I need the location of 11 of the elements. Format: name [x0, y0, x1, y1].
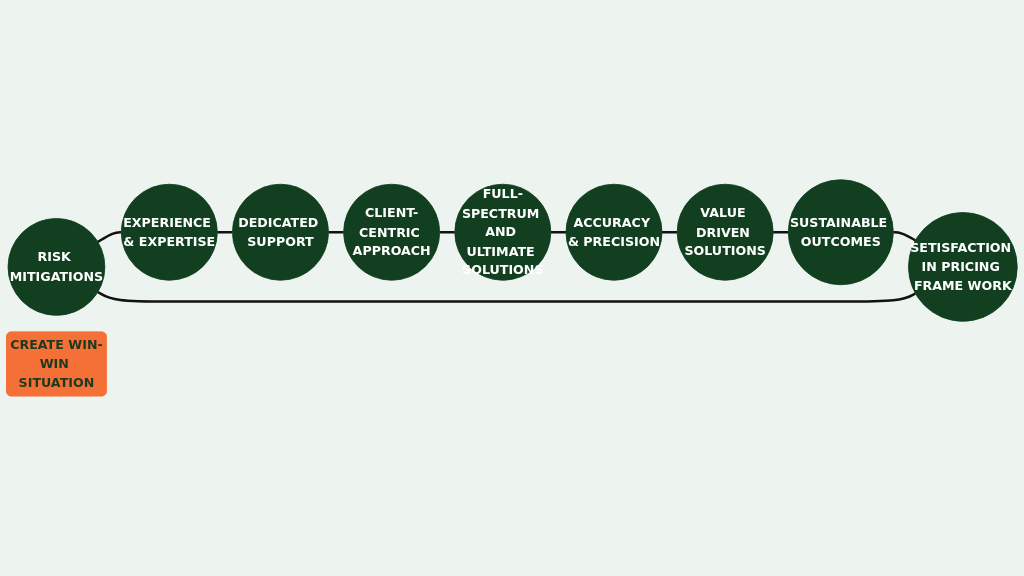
node-circle: EXPERIENCE & EXPERTISE [120, 184, 218, 281]
node-circle: SETISFACTION IN PRICING FRAME WORK [908, 212, 1018, 322]
node-circle: RISK MITIGATIONS [7, 218, 106, 316]
connector [97, 231, 122, 244]
node-circle: VALUE DRIVEN SOLUTIONS [676, 184, 774, 281]
node-circle: DEDICATED SUPPORT [232, 184, 329, 281]
node-circle: SUSTAINABLE OUTCOMES [787, 179, 894, 286]
connector [97, 291, 916, 304]
node-circle: ACCURACY & PRECISION [565, 184, 663, 281]
node-circle: CLIENT-CENTRIC APPROACH [343, 184, 441, 281]
connector [893, 231, 916, 242]
